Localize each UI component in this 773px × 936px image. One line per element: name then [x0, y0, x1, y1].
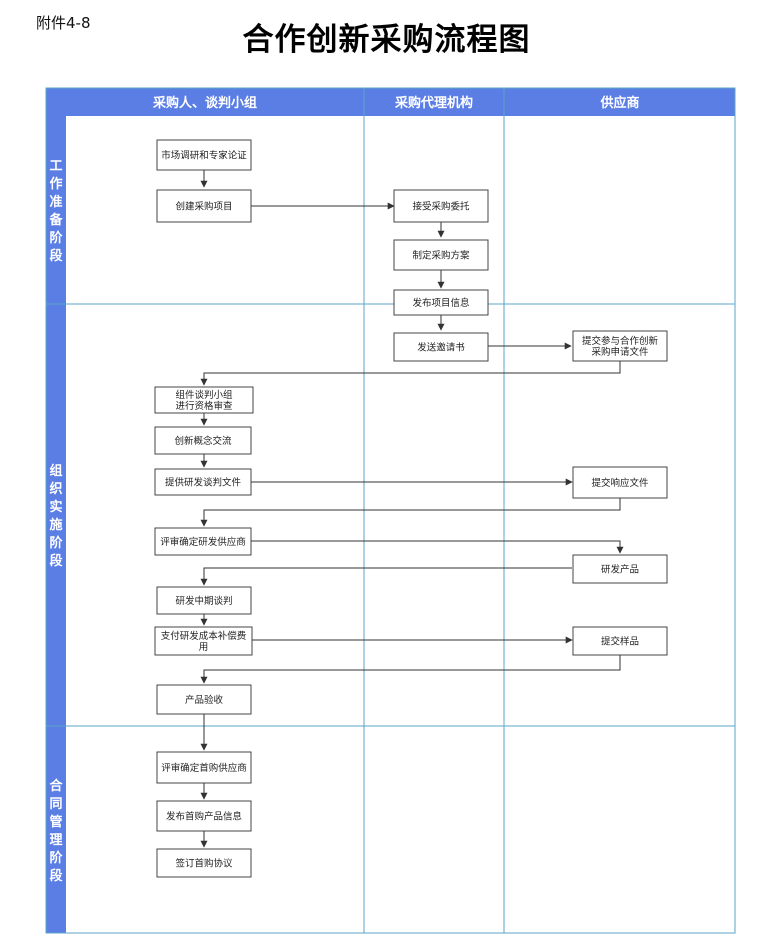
process-box-label: 提交响应文件	[591, 477, 649, 489]
process-box-rect	[393, 289, 489, 316]
process-box-b12: 评审确定研发供应商	[154, 527, 252, 556]
process-box-label: 评审确定首购供应商	[161, 762, 247, 774]
phase-label-char: 准	[49, 194, 62, 210]
phase-label-char: 段	[49, 868, 62, 884]
process-box-label: 评审确定研发供应商	[160, 536, 246, 548]
process-box-b18: 评审确定首购供应商	[156, 751, 252, 784]
phase-label-char: 合	[49, 778, 63, 794]
process-box-label: 组件谈判小组	[175, 389, 233, 401]
process-box-rect	[156, 586, 252, 615]
process-box-b5: 发布项目信息	[393, 289, 489, 316]
process-box-b11: 提交响应文件	[572, 466, 668, 499]
process-box-b9: 创新概念交流	[154, 426, 252, 455]
process-box-b1: 市场调研和专家论证	[156, 139, 252, 171]
process-boxes: 市场调研和专家论证创建采购项目接受采购委托制定采购方案发布项目信息发送邀请书提交…	[154, 139, 668, 878]
process-box-label: 支付研发成本补偿费	[161, 630, 247, 642]
process-box-rect	[154, 527, 252, 556]
arrow-b11-b12	[200, 498, 621, 527]
process-box-label: 发布首购产品信息	[166, 811, 242, 823]
process-box-rect	[154, 386, 254, 414]
process-box-b14: 研发中期谈判	[156, 586, 252, 615]
process-box-b3: 接受采购委托	[393, 189, 489, 223]
attachment-label: 附件4-8	[36, 14, 91, 32]
outer-border	[45, 87, 736, 934]
process-box-rect	[156, 684, 252, 715]
process-box-label: 发送邀请书	[417, 342, 465, 354]
phase-label-char: 阶	[49, 230, 63, 246]
arrow-b12-b13	[251, 540, 624, 554]
process-box-rect	[156, 800, 252, 832]
process-box-rect	[154, 626, 253, 656]
process-box-b6: 发送邀请书	[393, 332, 489, 362]
process-box-rect	[393, 239, 489, 271]
phase-label-char: 织	[49, 481, 62, 497]
phase-sidebar	[46, 116, 66, 933]
process-box-b13: 研发产品	[572, 554, 668, 584]
header-bar	[46, 88, 735, 116]
process-box-label: 创新概念交流	[174, 435, 232, 447]
phase-label-char: 段	[49, 553, 62, 569]
phase-label-char: 组	[49, 463, 62, 479]
process-box-rect	[572, 626, 668, 656]
process-box-b2: 创建采购项目	[156, 189, 252, 223]
phase-label-char: 工	[49, 159, 62, 174]
process-box-label: 产品验收	[185, 694, 224, 706]
process-box-rect	[156, 848, 252, 878]
process-box-b16: 提交样品	[572, 626, 668, 656]
process-box-label: 提交样品	[601, 636, 639, 648]
phase-label-char: 阶	[49, 850, 63, 866]
process-box-label: 用	[199, 642, 209, 653]
page-title: 合作创新采购流程图	[242, 22, 531, 58]
phase-label-char: 管	[49, 814, 62, 830]
process-box-rect	[572, 466, 668, 499]
phase-label-char: 同	[49, 797, 62, 812]
phase-label-char: 阶	[49, 535, 63, 551]
process-box-rect	[393, 332, 489, 362]
phase-label-char: 施	[49, 517, 62, 533]
process-box-rect	[154, 426, 252, 455]
column-header-purchaser: 采购人、谈判小组	[152, 95, 257, 111]
arrow-b7-b8	[200, 361, 621, 386]
phase-label-char: 作	[49, 176, 62, 192]
phase-label-char: 备	[48, 212, 63, 228]
process-box-label: 提供研发谈判文件	[165, 477, 242, 489]
phase-label-char: 段	[49, 248, 62, 264]
process-box-rect	[156, 139, 252, 171]
arrow-b16-b17	[200, 655, 621, 684]
process-box-label: 采购申请文件	[591, 346, 649, 358]
process-box-label: 制定采购方案	[412, 250, 470, 262]
process-box-rect	[156, 189, 252, 223]
process-box-b4: 制定采购方案	[393, 239, 489, 271]
process-box-label: 创建采购项目	[175, 201, 232, 213]
column-header-agency: 采购代理机构	[394, 95, 473, 111]
column-header-supplier: 供应商	[599, 95, 639, 111]
arrow-b13-b14	[200, 567, 572, 586]
process-box-b19: 发布首购产品信息	[156, 800, 252, 832]
phase-label-char: 理	[49, 833, 62, 848]
process-box-rect	[156, 751, 252, 784]
process-box-rect	[154, 468, 252, 496]
process-box-label: 市场调研和专家论证	[161, 150, 247, 162]
process-box-b17: 产品验收	[156, 684, 252, 715]
process-box-b20: 签订首购协议	[156, 848, 252, 878]
process-box-b10: 提供研发谈判文件	[154, 468, 252, 496]
process-box-rect	[572, 330, 668, 362]
process-box-rect	[393, 189, 489, 223]
process-box-label: 接受采购委托	[412, 201, 470, 213]
process-box-label: 发布项目信息	[412, 297, 469, 309]
phase-label-char: 实	[49, 499, 62, 515]
process-box-rect	[572, 554, 668, 584]
process-box-label: 进行资格审查	[175, 400, 233, 412]
process-box-label: 研发中期谈判	[175, 595, 232, 607]
process-box-label: 签订首购协议	[175, 858, 233, 870]
process-box-label: 研发产品	[601, 564, 639, 576]
process-box-label: 提交参与合作创新	[582, 335, 659, 347]
